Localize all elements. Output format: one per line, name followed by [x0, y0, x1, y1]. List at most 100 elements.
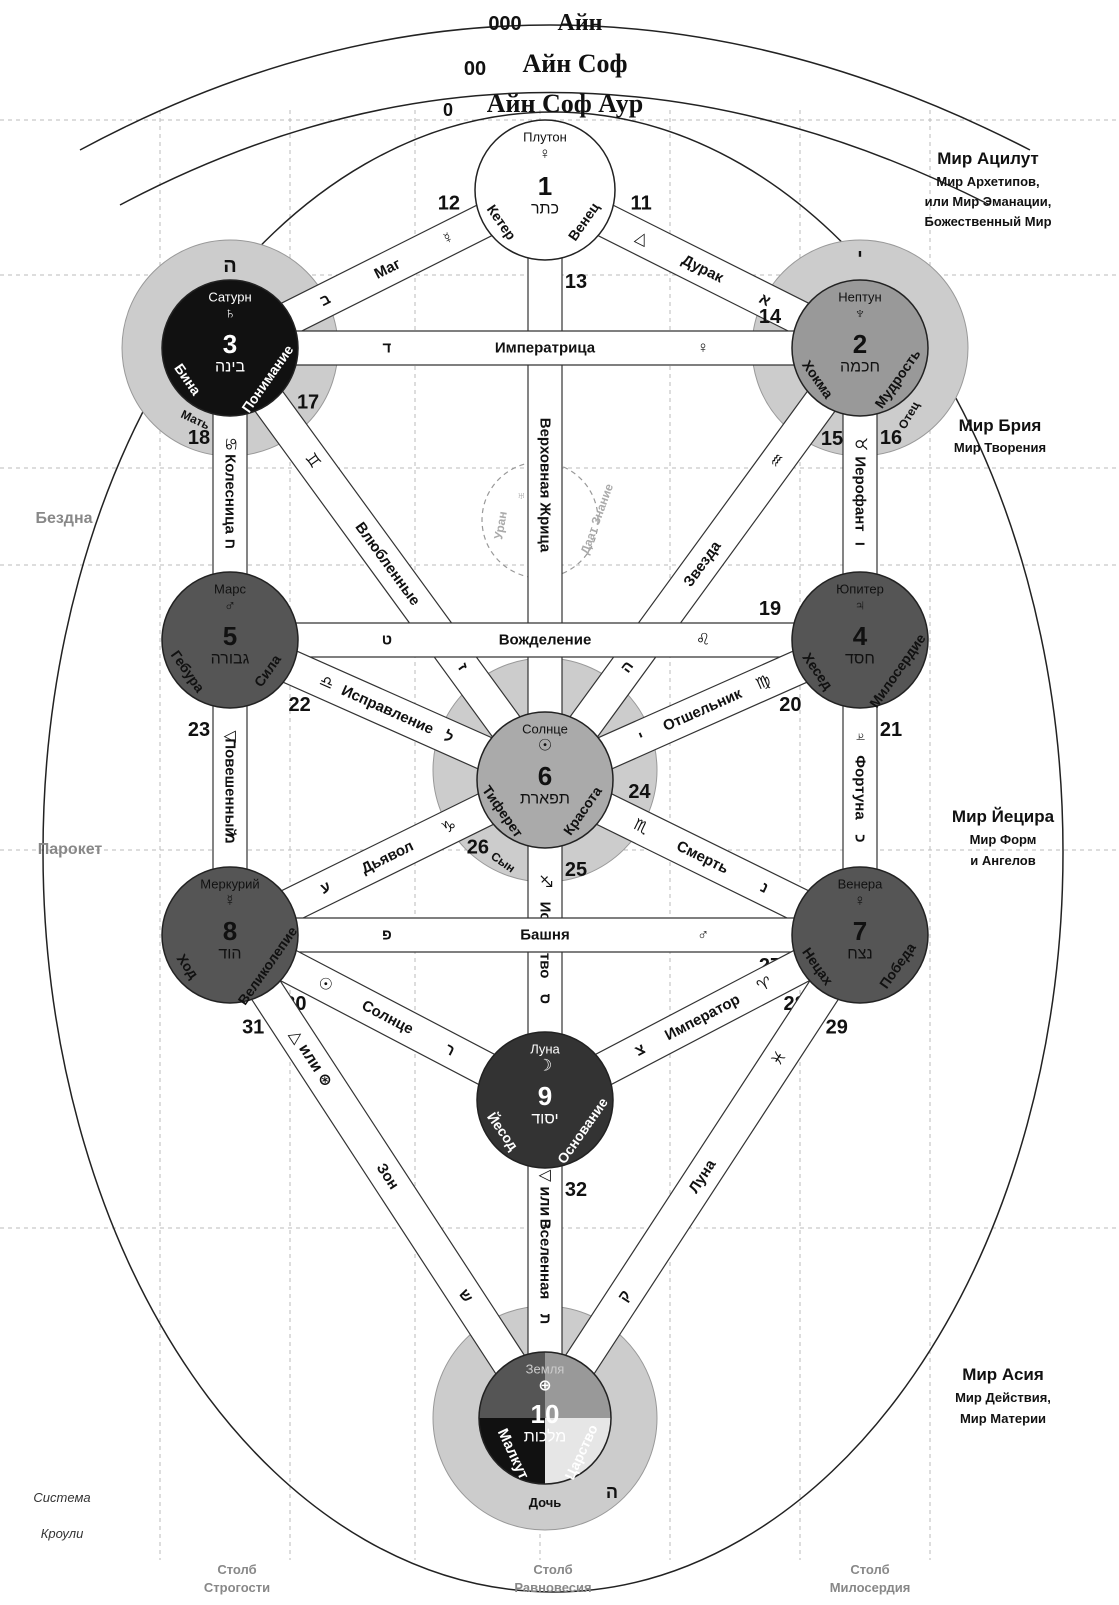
sephira-number: 2 [853, 329, 867, 359]
world-line: Божественный Мир [924, 214, 1051, 229]
path-letter: ס [537, 994, 554, 1004]
path-card-name: Императрица [495, 340, 596, 357]
sephira-symbol: ♄ [224, 306, 236, 323]
sephira-planet: Марс [214, 582, 246, 597]
ayin-sof-glyph: 00 [464, 58, 486, 80]
world-line: Мир Форм [970, 832, 1037, 847]
world-line: Мир Материи [960, 1411, 1046, 1426]
pillar-label: Столб [217, 1562, 256, 1577]
path-card-name: Вселенная [537, 1219, 554, 1299]
path-sign: ▽ или ♄ [537, 1170, 554, 1233]
path-number: 19 [759, 598, 781, 620]
path-21: Фортуна♃כ21 [842, 639, 902, 936]
path-22: Исправление♎ל22 [222, 623, 553, 797]
world-line: Мир Архетипов, [936, 174, 1039, 189]
sephira-planet: Земля [526, 1362, 565, 1377]
sephira-symbol: ♃ [854, 598, 866, 615]
path-card-name: Повешенный [222, 738, 239, 836]
path-number: 16 [880, 427, 902, 449]
signature-line: Система [33, 1490, 90, 1505]
ain-sof-aur-ellipse [42, 111, 1064, 1593]
path-letter: ת [537, 1313, 554, 1324]
world-line: Мир Действия, [955, 1390, 1051, 1405]
path-number: 21 [880, 719, 902, 741]
ayin-sof-aur-label: Айн Соф Аур [487, 89, 643, 118]
daughter-letter: ה [606, 1482, 618, 1502]
sephira-disc [791, 866, 929, 1004]
binah-halo-letter: ה [223, 255, 237, 277]
path-card-name: Иерофант [852, 456, 869, 531]
path-card-name: Вожделение [499, 632, 592, 649]
sephira-symbol: ♀ [854, 893, 866, 910]
veil-label: Парокет [38, 841, 103, 858]
pillar-severity: Столб Строгости [204, 1562, 270, 1595]
sephira-hebrew: תפארת [520, 791, 570, 808]
ain-sof-arc [119, 91, 991, 206]
pillar-label: Столб [850, 1562, 889, 1577]
path-number: 24 [628, 781, 651, 803]
sephira-disc [791, 279, 929, 417]
sephira-disc [476, 711, 614, 849]
sephira-number: 4 [853, 621, 868, 651]
daat-uranus: Уран [491, 510, 510, 540]
sephira-hebrew: כתר [531, 201, 559, 218]
sephira-symbol: ♀ [539, 146, 551, 163]
abyss-label: Бездна [35, 510, 92, 527]
path-sign: ♈ [754, 974, 775, 996]
path-number: 29 [826, 1016, 848, 1038]
path-letter: י [636, 728, 647, 745]
sephira-disc [476, 1031, 614, 1169]
path-card-name: Колесница [222, 454, 239, 534]
world-line: или Мир Эманации, [925, 194, 1052, 209]
path-sign: ♂ [697, 927, 709, 944]
path-sign: ♋ [222, 437, 239, 451]
path-18: Колесница♋ח18 [188, 347, 248, 641]
path-sign: ♑ [439, 816, 459, 838]
ayin-sof-label: Айн Соф [522, 49, 627, 78]
pillar-label: Милосердия [830, 1580, 911, 1595]
daughter-label: Дочь [529, 1495, 562, 1510]
path-number: 20 [779, 694, 801, 716]
chokmah-halo-letter: י [857, 246, 862, 266]
daat-uranus-symbol: ♅ [516, 487, 527, 503]
sephira-number: 9 [538, 1081, 552, 1111]
sephira-disc [161, 279, 299, 417]
ayin-sof-aur-glyph: 0 [443, 100, 453, 120]
pillar-balance: Столб Равновесия [514, 1562, 591, 1595]
pillar-label: Столб [533, 1562, 572, 1577]
path-sign: ♃ [852, 731, 869, 743]
sephira-disc [161, 866, 299, 1004]
path-sign: ♏ [631, 816, 651, 838]
path-sign: ♎ [316, 672, 336, 693]
path-letter: ו [852, 542, 869, 547]
sephira-symbol: ⊕ [538, 1378, 551, 1395]
path-sign: ♀ [697, 340, 709, 357]
sephira-planet: Юпитер [836, 582, 884, 597]
signature: Система Кроули [33, 1490, 90, 1541]
path-number: 18 [188, 427, 210, 449]
path-sign: ♍ [754, 672, 774, 693]
path-sign: ♉ [852, 437, 869, 451]
sephira-hebrew: בינה [215, 359, 246, 376]
sephira-number: 7 [853, 916, 867, 946]
sephira-planet: Венера [838, 877, 884, 892]
sephira-symbol: ☿ [224, 893, 236, 910]
path-number: 22 [289, 694, 311, 716]
path-sign: ☉ [315, 974, 336, 996]
sephira-hebrew: יסוד [531, 1111, 558, 1128]
path-sign: ▽ [222, 730, 239, 743]
sephira-planet: Нептун [838, 290, 881, 305]
sephira-hebrew: חכמה [840, 359, 880, 376]
world-title: Мир Асия [962, 1365, 1044, 1384]
path-sign: ♐ [537, 874, 554, 888]
outer-boundaries [42, 24, 1064, 1593]
sephira-symbol: ♂ [224, 598, 236, 615]
ayin-glyph: 000 [488, 13, 521, 35]
world-atziluth: Мир Ацилут Мир Архетипов, или Мир Эманац… [924, 149, 1051, 229]
